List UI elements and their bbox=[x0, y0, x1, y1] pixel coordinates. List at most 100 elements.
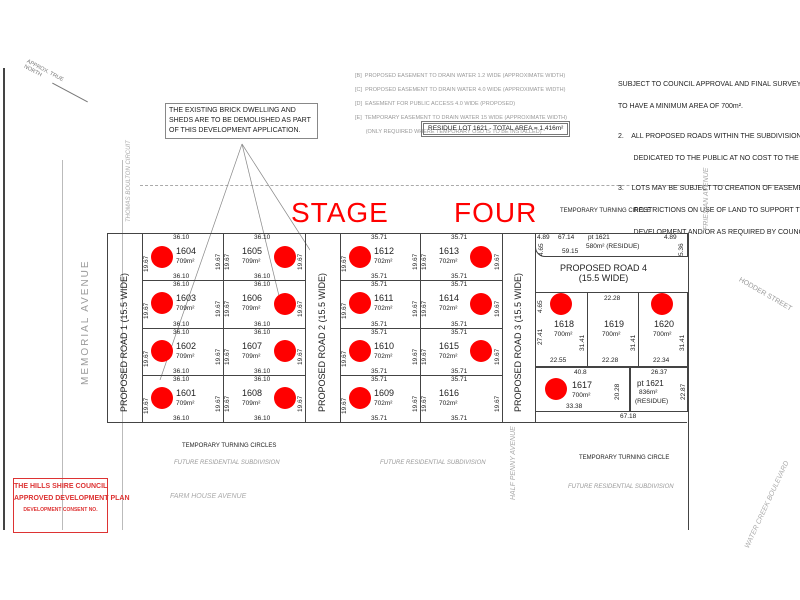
lot-area: 709m² bbox=[176, 258, 195, 265]
turning-circle-label: TEMPORARY TURNING CIRCLE bbox=[579, 455, 670, 461]
dimension: 19.67 bbox=[341, 255, 348, 272]
stage-title-word: STAGE bbox=[291, 197, 389, 228]
lot-marker bbox=[274, 387, 296, 409]
dimension: 31.41 bbox=[630, 334, 637, 351]
dimension: 19.67 bbox=[494, 348, 501, 365]
dimension: 35.71 bbox=[371, 376, 388, 383]
boundary-dashed-line bbox=[140, 185, 800, 186]
conditions-notes: SUBJECT TO COUNCIL APPROVAL AND FINAL SU… bbox=[618, 68, 800, 249]
note-line: DEVELOPMENT AND/OR AS REQUIRED BY COUNC bbox=[618, 229, 800, 236]
road-3-label: PROPOSED ROAD 3 (15.5 WIDE) bbox=[513, 272, 523, 412]
stamp-council: THE HILLS SHIRE COUNCIL bbox=[14, 483, 108, 490]
lot-number: 1617 bbox=[572, 380, 593, 390]
dimension: 35.71 bbox=[371, 368, 388, 375]
dimension: 27.41 bbox=[537, 328, 544, 345]
dimension: 36.10 bbox=[173, 321, 190, 328]
dimension: 36.10 bbox=[173, 376, 190, 383]
memorial-avenue-edge bbox=[122, 160, 123, 530]
dimension: 36.10 bbox=[254, 376, 271, 383]
residue-label: (RESIDUE) bbox=[635, 398, 669, 405]
dimension: 19.67 bbox=[412, 348, 419, 365]
dimension: 19.67 bbox=[494, 253, 501, 270]
dimension: 35.71 bbox=[451, 329, 468, 336]
lot-area: 700m² bbox=[602, 331, 621, 338]
lot-area: 702m² bbox=[374, 353, 393, 360]
lot-marker bbox=[151, 340, 173, 362]
note-line: 2. ALL PROPOSED ROADS WITHIN THE SUBDIVI… bbox=[618, 133, 800, 140]
council-approval-stamp: THE HILLS SHIRE COUNCIL APPROVED DEVELOP… bbox=[13, 478, 130, 533]
lot-number: 1612 bbox=[374, 246, 395, 256]
lot-number: 1607 bbox=[242, 341, 263, 351]
thomas-boulton-label: THOMAS BOULTON CIRCUIT bbox=[126, 140, 132, 222]
dimension: 19.67 bbox=[224, 253, 231, 270]
dimension: 20.28 bbox=[614, 383, 621, 400]
dimension: 22.55 bbox=[550, 357, 567, 364]
legend-item: [C] PROPOSED EASEMENT TO DRAIN WATER 4.0… bbox=[355, 87, 566, 93]
dimension: 19.67 bbox=[421, 348, 428, 365]
lot-area: 709m² bbox=[242, 353, 261, 360]
lot-number: 1609 bbox=[374, 388, 395, 398]
lot-area: 702m² bbox=[374, 305, 393, 312]
dimension: 35.71 bbox=[451, 368, 468, 375]
lot-pt1621-south[interactable]: 26.37 pt 1621 836m² (RESIDUE) 22.87 bbox=[630, 367, 688, 412]
dimension: 36.10 bbox=[173, 234, 190, 241]
lot-number: pt 1621 bbox=[637, 379, 664, 388]
hodder-street-label: HODDER STREET bbox=[737, 276, 793, 313]
road-1-label: PROPOSED ROAD 1 (15.5 WIDE) bbox=[119, 272, 129, 412]
lot-1616[interactable]: 1616 702m² 35.71 35.71 19.67 19.67 bbox=[420, 375, 503, 423]
road-4-label: PROPOSED ROAD 4(15.5 WIDE) bbox=[560, 263, 647, 283]
note-line: RESTRICTIONS ON USE OF LAND TO SUPPORT T… bbox=[618, 207, 800, 214]
dimension: 22.28 bbox=[604, 295, 621, 302]
north-arrow-label: APPROX. TRUE NORTH bbox=[22, 58, 65, 84]
road-4-width: (15.5 WIDE) bbox=[578, 273, 629, 283]
dimension: 36.10 bbox=[254, 281, 271, 288]
dimension: 35.71 bbox=[371, 415, 388, 422]
lot-area: 709m² bbox=[242, 400, 261, 407]
note-line: DEDICATED TO THE PUBLIC AT NO COST TO TH… bbox=[618, 155, 800, 162]
dimension: 19.67 bbox=[341, 302, 348, 319]
lot-area: 702m² bbox=[439, 353, 458, 360]
lot-area: 709m² bbox=[176, 400, 195, 407]
lot-number: pt 1621 bbox=[588, 234, 610, 241]
stamp-approved: APPROVED DEVELOPMENT PLAN bbox=[14, 495, 130, 502]
dimension: 35.71 bbox=[371, 329, 388, 336]
dimension: 59.15 bbox=[562, 248, 579, 255]
dimension: 36.10 bbox=[254, 321, 271, 328]
road-edge bbox=[107, 233, 108, 423]
dimension: 19.67 bbox=[215, 395, 222, 412]
lot-area: 836m² bbox=[639, 389, 658, 396]
lot-area: 709m² bbox=[242, 305, 261, 312]
lot-number: 1620 bbox=[654, 319, 675, 329]
lot-area: 702m² bbox=[439, 400, 458, 407]
lot-1608[interactable]: 1608 709m² 36.10 36.10 19.67 19.67 bbox=[223, 375, 306, 423]
dimension: 19.67 bbox=[421, 395, 428, 412]
dimension: 35.71 bbox=[451, 281, 468, 288]
lot-marker bbox=[349, 292, 371, 314]
dimension: 35.71 bbox=[371, 273, 388, 280]
lot-marker bbox=[545, 378, 567, 400]
residue-area-box: RESIDUE LOT 1621 - TOTAL AREA = 1,416m² bbox=[421, 121, 571, 137]
dimension: 35.71 bbox=[371, 281, 388, 288]
lot-pt1621-north[interactable]: pt 1621 580m² (RESIDUE) 4.89 67.14 59.15… bbox=[535, 233, 688, 257]
dimension: 19.67 bbox=[143, 255, 150, 272]
dimension: 4.65 bbox=[538, 243, 545, 256]
lot-marker bbox=[151, 292, 173, 314]
dimension: 35.71 bbox=[451, 321, 468, 328]
lot-area: 700m² bbox=[554, 331, 573, 338]
lot-area: 709m² bbox=[176, 353, 195, 360]
water-creek-boulevard-label: WATER CREEK BOULEVARD bbox=[743, 460, 791, 550]
dimension: 22.87 bbox=[680, 383, 687, 400]
lot-number: 1615 bbox=[439, 341, 460, 351]
lot-number: 1608 bbox=[242, 388, 263, 398]
dimension: 19.67 bbox=[421, 253, 428, 270]
lot-area: 709m² bbox=[242, 258, 261, 265]
lot-area: 709m² bbox=[176, 305, 195, 312]
lot-marker bbox=[470, 340, 492, 362]
dimension: 19.67 bbox=[412, 253, 419, 270]
dimension: 19.67 bbox=[215, 253, 222, 270]
dimension: 19.67 bbox=[341, 397, 348, 414]
dimension: 19.67 bbox=[215, 300, 222, 317]
